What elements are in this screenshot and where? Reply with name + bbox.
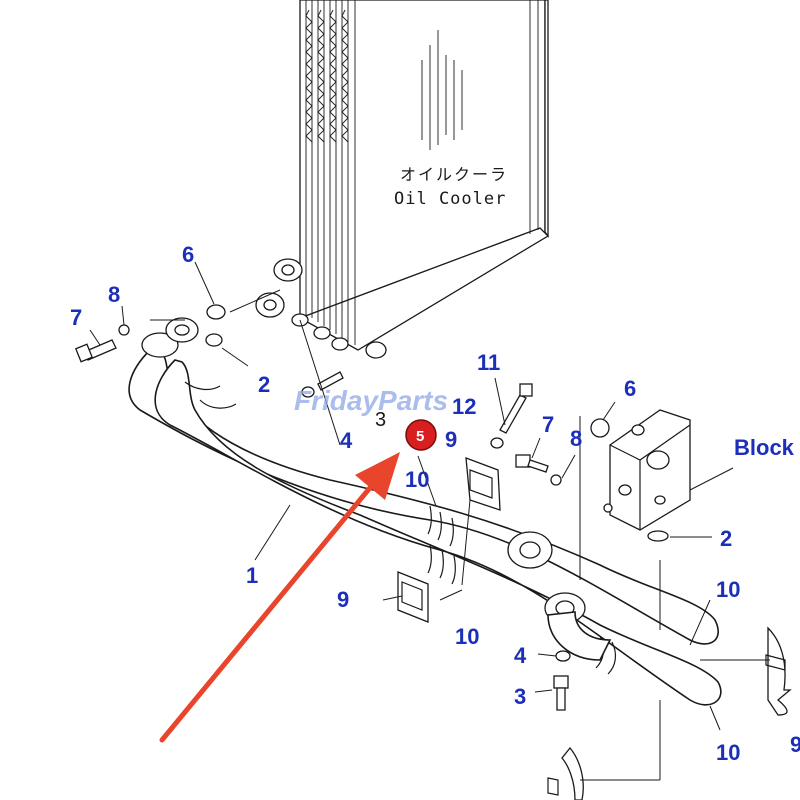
callout-2-right: 2 — [720, 526, 732, 551]
svg-text:FridayParts: FridayParts — [294, 385, 448, 416]
callout-1: 1 — [246, 563, 258, 588]
leader-lines — [89, 261, 770, 781]
bolt-3-upper — [301, 371, 344, 398]
bolt-7-right — [515, 454, 549, 473]
bolt-7-left — [74, 339, 117, 363]
callout-12: 12 — [452, 394, 476, 419]
clamp-upper — [465, 457, 501, 511]
callout-9-right: 9 — [790, 732, 800, 757]
highlight-badge: 5 — [405, 419, 437, 451]
highlight-badge-number: 5 — [416, 428, 424, 445]
washer-4-lower — [555, 650, 571, 662]
watermark-part1: Friday — [294, 385, 379, 416]
hose-assembly — [128, 317, 722, 706]
bolt-11 — [499, 383, 533, 434]
callout-10-right-lower: 10 — [716, 740, 740, 765]
oil-cooler: オイルクーラ Oil Cooler — [255, 0, 550, 359]
callout-9-upper: 9 — [445, 427, 457, 452]
callout-10-upper: 10 — [405, 467, 429, 492]
callout-4-upper: 4 — [340, 428, 353, 453]
callout-2-left: 2 — [258, 372, 270, 397]
clamp-right — [765, 626, 792, 716]
cooler-center-marks — [421, 30, 463, 150]
bolt-3-lower — [553, 675, 569, 711]
o-ring-block — [647, 530, 669, 542]
callout-3-lower: 3 — [514, 684, 526, 709]
clamp-lower — [397, 571, 429, 623]
washer-8-left — [118, 324, 130, 336]
clamp-bottom — [547, 746, 584, 800]
washer-8-right — [550, 474, 562, 486]
watermark-logo: FridayParts — [294, 385, 448, 416]
callouts: 6 8 7 2 4 3 1 9 10 9 10 11 12 7 8 6 Bloc… — [70, 242, 800, 765]
highlight-arrow — [159, 452, 400, 743]
callout-9-lower: 9 — [337, 587, 349, 612]
callout-8-right: 8 — [570, 426, 582, 451]
watermark-part2: Parts — [378, 385, 448, 416]
block-label: Block — [734, 435, 795, 460]
callout-7-left: 7 — [70, 305, 82, 330]
cooler-label-jp: オイルクーラ — [400, 165, 508, 184]
fitting-elbow-left — [141, 332, 179, 358]
callout-6-left: 6 — [182, 242, 194, 267]
o-ring-6-left — [206, 304, 226, 320]
callout-11: 11 — [477, 350, 500, 375]
cooler-label-en: Oil Cooler — [394, 189, 506, 209]
cooler-fins — [305, 0, 539, 345]
callout-10-right-upper: 10 — [716, 577, 740, 602]
callout-4-lower: 4 — [514, 643, 527, 668]
callout-8-left: 8 — [108, 282, 120, 307]
callout-6-right: 6 — [624, 376, 636, 401]
callout-10-lower: 10 — [455, 624, 479, 649]
callout-3-upper: 3 — [375, 409, 386, 431]
o-ring-2-left — [205, 333, 223, 347]
callout-7-right: 7 — [542, 412, 554, 437]
block-part — [603, 409, 691, 542]
washer-12 — [490, 437, 504, 449]
o-ring-6-right — [590, 418, 610, 438]
cooler-ports — [255, 258, 387, 359]
